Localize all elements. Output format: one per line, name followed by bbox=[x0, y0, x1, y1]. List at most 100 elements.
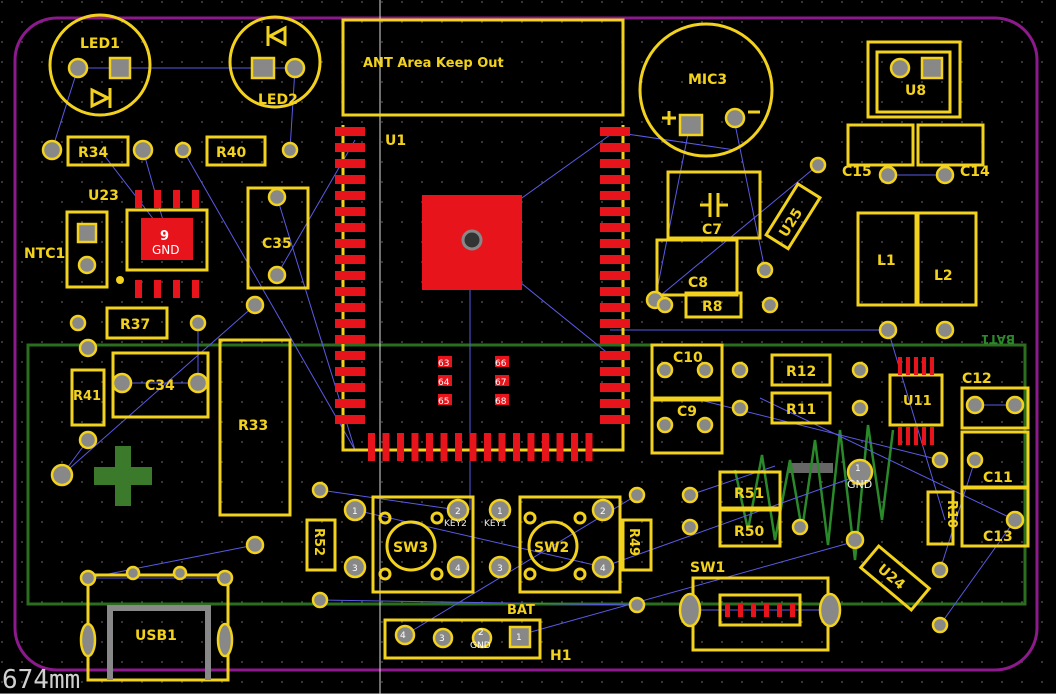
u1-left-pads bbox=[335, 127, 365, 424]
mic3-label: MIC3 bbox=[688, 72, 727, 88]
svg-text:C12: C12 bbox=[962, 371, 992, 387]
h1-header[interactable]: 4 3 2 GND 1 BAT H1 bbox=[383, 603, 571, 664]
bat1-label: BAT1 bbox=[981, 332, 1015, 346]
module-u1[interactable]: 63 64 65 66 67 68 U1 bbox=[335, 125, 630, 461]
svg-text:C15: C15 bbox=[842, 164, 872, 180]
c12[interactable]: C12 bbox=[960, 371, 1030, 430]
svg-text:USB1: USB1 bbox=[135, 628, 177, 644]
svg-text:4: 4 bbox=[600, 564, 606, 574]
svg-text:1: 1 bbox=[497, 507, 503, 517]
c13[interactable]: C13 bbox=[960, 486, 1030, 548]
svg-text:C11: C11 bbox=[983, 470, 1013, 486]
svg-text:1: 1 bbox=[855, 464, 861, 474]
c8[interactable]: C8 bbox=[645, 238, 739, 310]
svg-text:U11: U11 bbox=[903, 394, 932, 409]
svg-text:R51: R51 bbox=[734, 486, 764, 502]
svg-text:66: 66 bbox=[495, 359, 507, 369]
svg-text:R34: R34 bbox=[78, 145, 109, 161]
r40[interactable]: R40 bbox=[174, 135, 299, 167]
board-outline bbox=[13, 16, 1039, 672]
r41[interactable]: R41 bbox=[70, 338, 106, 450]
ntc1[interactable]: NTC1 bbox=[24, 210, 109, 289]
svg-text:KEY2: KEY2 bbox=[444, 519, 467, 529]
svg-text:U8: U8 bbox=[905, 83, 926, 99]
svg-text:4: 4 bbox=[455, 564, 461, 574]
svg-text:L1: L1 bbox=[877, 253, 896, 269]
svg-text:C13: C13 bbox=[983, 529, 1013, 545]
c7[interactable]: C7 bbox=[666, 170, 762, 240]
r12[interactable]: R12 bbox=[731, 353, 869, 387]
sw2-button[interactable]: SW2 1 2 3 4 KEY1 bbox=[484, 495, 622, 594]
svg-text:SW2: SW2 bbox=[534, 540, 569, 556]
svg-text:R41: R41 bbox=[73, 389, 101, 404]
svg-text:BAT: BAT bbox=[507, 603, 535, 618]
svg-text:C8: C8 bbox=[688, 275, 708, 291]
u8[interactable]: U8 bbox=[866, 40, 962, 119]
svg-text:R33: R33 bbox=[238, 418, 268, 434]
r8[interactable]: R8 bbox=[656, 291, 779, 319]
svg-text:3: 3 bbox=[497, 564, 503, 574]
u11[interactable]: U11 bbox=[888, 357, 944, 445]
u1-right-pads bbox=[600, 127, 630, 424]
led2[interactable]: LED2 bbox=[228, 15, 322, 109]
usb1-connector[interactable]: USB1 bbox=[79, 565, 234, 682]
c34[interactable]: C34 bbox=[111, 351, 210, 419]
u23[interactable]: U23 9 GND bbox=[88, 188, 209, 298]
sw1-switch[interactable]: SW1 bbox=[678, 560, 842, 652]
svg-text:64: 64 bbox=[438, 378, 450, 388]
measure-readout: 674mm bbox=[2, 665, 80, 694]
svg-text:R50: R50 bbox=[734, 524, 765, 540]
svg-text:GND: GND bbox=[470, 641, 491, 651]
mic3[interactable]: MIC3 bbox=[638, 22, 774, 158]
svg-text:4: 4 bbox=[400, 631, 406, 641]
svg-text:U23: U23 bbox=[88, 188, 119, 204]
c35[interactable]: C35 bbox=[246, 186, 310, 290]
l1[interactable]: L1 bbox=[856, 211, 918, 340]
svg-text:C34: C34 bbox=[145, 378, 175, 394]
svg-text:1: 1 bbox=[516, 633, 522, 643]
svg-text:2: 2 bbox=[600, 507, 606, 517]
svg-text:GND: GND bbox=[152, 243, 180, 257]
svg-text:2: 2 bbox=[455, 507, 461, 517]
svg-text:3: 3 bbox=[439, 634, 445, 644]
svg-text:R12: R12 bbox=[786, 364, 816, 380]
l2[interactable]: L2 bbox=[916, 211, 978, 340]
svg-text:NTC1: NTC1 bbox=[24, 246, 65, 262]
svg-text:H1: H1 bbox=[550, 648, 571, 664]
r49[interactable]: R49 bbox=[621, 486, 653, 614]
plus-mark bbox=[94, 446, 152, 506]
r50[interactable]: R50 bbox=[681, 508, 809, 548]
svg-text:R37: R37 bbox=[120, 317, 150, 333]
r33[interactable]: R33 bbox=[218, 295, 292, 555]
antenna-keepout: ANT Area Keep Out bbox=[341, 18, 625, 117]
svg-text:2: 2 bbox=[478, 628, 484, 638]
svg-text:68: 68 bbox=[495, 397, 507, 407]
sw3-button[interactable]: SW3 1 2 3 4 KEY2 bbox=[343, 495, 475, 594]
svg-text:R52: R52 bbox=[311, 528, 326, 556]
svg-text:R40: R40 bbox=[216, 145, 247, 161]
svg-text:R49: R49 bbox=[626, 528, 641, 556]
c14[interactable]: C14 bbox=[916, 123, 990, 185]
r34[interactable]: R34 bbox=[41, 135, 154, 167]
svg-text:C35: C35 bbox=[262, 236, 292, 252]
svg-text:1: 1 bbox=[352, 507, 358, 517]
led1[interactable]: LED1 bbox=[48, 13, 152, 117]
r51[interactable]: R51 bbox=[681, 470, 782, 510]
svg-text:C10: C10 bbox=[673, 350, 703, 366]
c9[interactable]: C9 bbox=[650, 398, 724, 455]
r10[interactable]: R10 bbox=[926, 451, 959, 579]
r11[interactable]: R11 bbox=[731, 391, 869, 425]
svg-text:KEY1: KEY1 bbox=[484, 519, 507, 529]
gnd-testpoint[interactable]: GND 1 bbox=[845, 458, 874, 550]
svg-text:63: 63 bbox=[438, 359, 449, 369]
svg-text:L2: L2 bbox=[934, 268, 953, 284]
svg-text:C9: C9 bbox=[677, 404, 697, 420]
svg-text:ANT Area Keep Out: ANT Area Keep Out bbox=[363, 56, 504, 71]
c15[interactable]: C15 bbox=[842, 123, 915, 185]
r37[interactable]: R37 bbox=[69, 306, 207, 340]
c10[interactable]: C10 bbox=[650, 343, 724, 400]
svg-text:R8: R8 bbox=[702, 299, 723, 315]
svg-text:67: 67 bbox=[495, 378, 506, 388]
r52[interactable]: R52 bbox=[305, 481, 337, 609]
